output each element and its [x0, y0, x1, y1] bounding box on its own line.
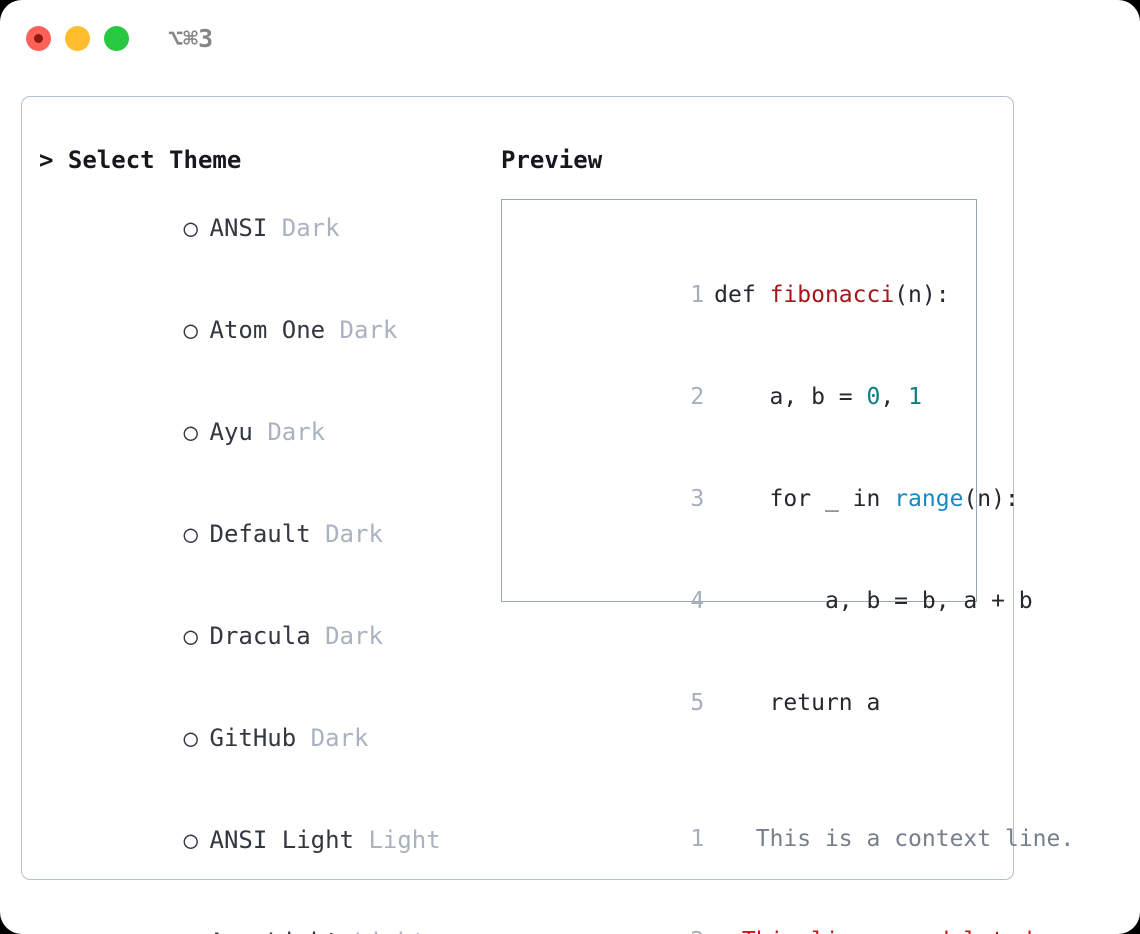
line-number: 4: [690, 588, 705, 614]
theme-option-ansi-dark[interactable]: ○ ANSI Dark: [39, 177, 479, 279]
theme-name: Ayu: [209, 418, 253, 446]
line-number: 5: [690, 690, 705, 716]
diff-marker: [714, 826, 728, 852]
diff-marker: -: [714, 928, 728, 934]
diff-sample: 1 This is a context line. 2 - This line w…: [524, 788, 1074, 934]
diff-text: This line was deleted.: [728, 928, 1047, 934]
line-number: 2: [690, 384, 705, 410]
theme-variant: Dark: [267, 418, 326, 446]
line-number: 2: [690, 924, 704, 934]
radio-icon: ○: [183, 622, 198, 650]
theme-option-ansi-light[interactable]: ○ ANSI Light Light: [39, 789, 479, 891]
radio-icon: ○: [184, 925, 210, 934]
diff-text: This is a context line.: [728, 826, 1075, 852]
maximize-button[interactable]: [104, 26, 129, 51]
theme-variant: Dark: [281, 214, 340, 242]
code-line: 5 return a: [524, 652, 976, 754]
syntax-call: range: [894, 486, 964, 512]
line-number: 3: [690, 486, 705, 512]
title-bar: ⌥⌘3: [0, 0, 1140, 76]
code-line: 2 a, b = 0, 1: [524, 346, 976, 448]
traffic-light-buttons: [26, 26, 129, 51]
theme-variant: Light: [340, 928, 426, 934]
diff-line-deleted: 2 - This line was deleted.: [524, 890, 1046, 934]
close-button[interactable]: [26, 26, 51, 51]
theme-name: Atom One: [209, 316, 326, 344]
syntax-number: 0: [866, 384, 881, 410]
syntax-function: fibonacci: [769, 282, 895, 308]
theme-option-dracula-dark[interactable]: ○ Dracula Dark: [39, 585, 479, 687]
theme-option-atom-one-dark[interactable]: ○ Atom One Dark: [39, 279, 479, 381]
theme-option-ayu-light[interactable]: ○Ayu Light Light: [39, 891, 479, 934]
code-line: 3 for _ in range(n):: [524, 448, 1019, 550]
theme-variant: Dark: [325, 622, 383, 650]
theme-name: Default: [209, 520, 311, 548]
diff-line-context: 1 This is a context line.: [524, 788, 1074, 890]
preview-heading: Preview: [501, 146, 603, 174]
theme-option-ayu-dark[interactable]: ○ Ayu Dark: [39, 381, 479, 483]
keyboard-shortcut-label: ⌥⌘3: [168, 24, 214, 53]
select-theme-heading: > Select Theme: [39, 146, 242, 174]
code-line: 4 a, b = b, a + b: [524, 550, 1032, 652]
theme-name: ANSI: [209, 214, 268, 242]
theme-option-github-dark[interactable]: ○ GitHub Dark: [39, 687, 479, 789]
theme-name: Ayu Light: [210, 928, 340, 934]
radio-icon: ○: [183, 418, 198, 446]
radio-icon: ○: [183, 214, 198, 242]
line-number: 1: [690, 282, 705, 308]
theme-variant: Dark: [339, 316, 398, 344]
theme-variant: Dark: [310, 724, 369, 752]
line-number: 1: [690, 826, 705, 852]
theme-list: ○ ANSI Dark ○ Atom One Dark ○ Ayu Dark ○ Def…: [39, 177, 479, 934]
minimize-button[interactable]: [65, 26, 90, 51]
radio-icon: ○: [183, 826, 198, 854]
diff-spacer: [524, 754, 976, 788]
theme-option-default-dark[interactable]: ○ Default Dark: [39, 483, 479, 585]
theme-picker-panel: > Select Theme ○ ANSI Dark ○ Atom One Dark…: [21, 96, 1074, 934]
radio-icon: ○: [183, 724, 198, 752]
syntax-number: 1: [908, 384, 922, 410]
theme-name: Dracula: [209, 622, 311, 650]
theme-list-column: > Select Theme ○ ANSI Dark ○ Atom One Dark…: [39, 143, 479, 934]
theme-name: GitHub: [209, 724, 297, 752]
theme-name: ANSI Light: [209, 826, 355, 854]
theme-variant: Light: [368, 826, 441, 854]
radio-icon: ○: [183, 520, 198, 548]
radio-icon: ○: [183, 316, 198, 344]
theme-variant: Dark: [325, 520, 383, 548]
